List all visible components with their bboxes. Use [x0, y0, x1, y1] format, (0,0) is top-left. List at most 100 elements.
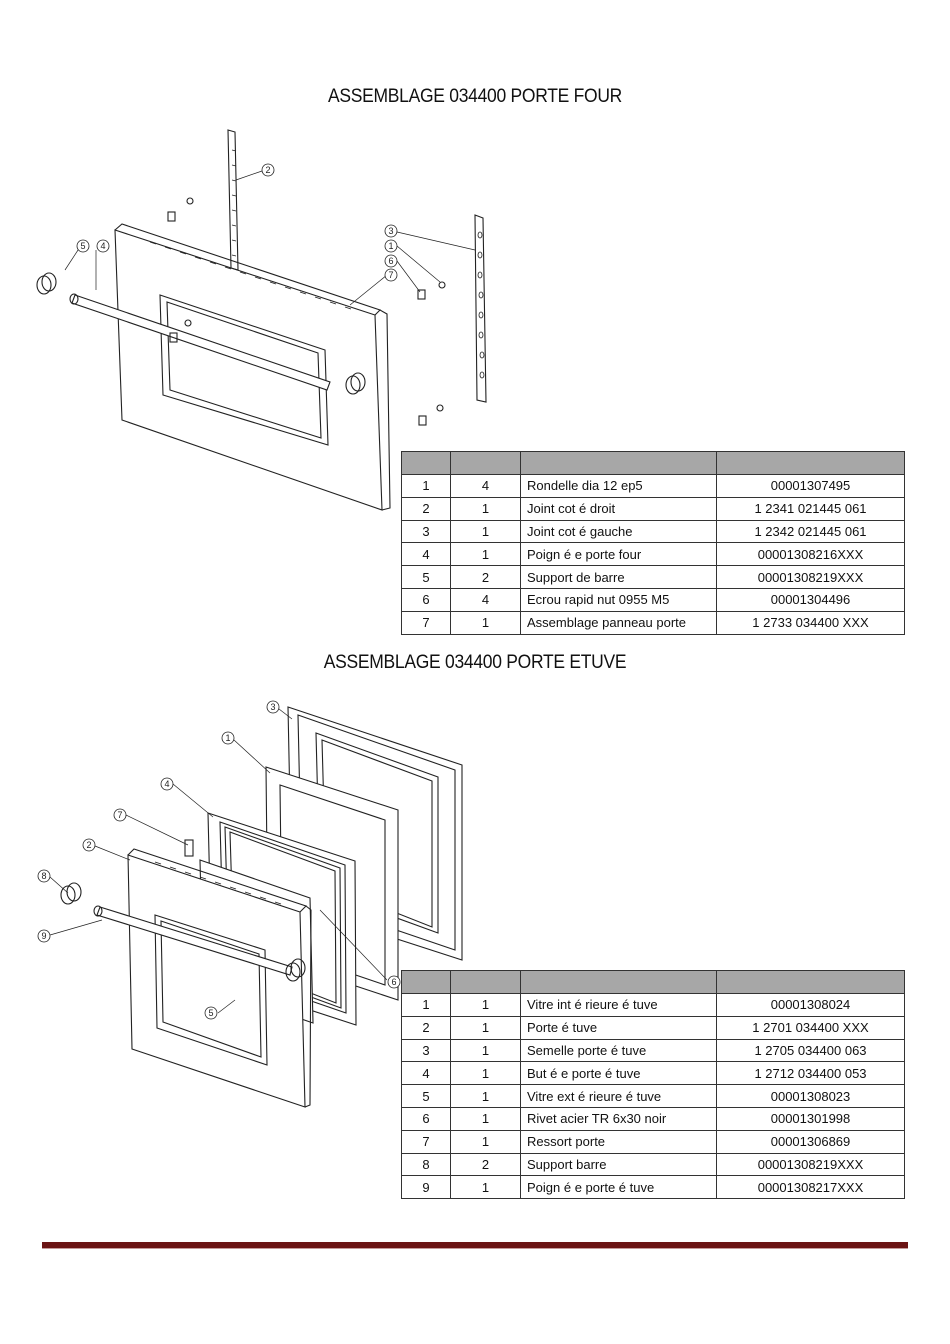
table-header-row [401, 970, 905, 994]
table-cell: 1 [450, 542, 521, 567]
table-cell: Poign é e porte é tuve [520, 1175, 717, 1200]
callout-7: 7 [388, 270, 393, 280]
table-cell: Joint cot é droit [520, 496, 717, 521]
table-cell: Porte é tuve [520, 1015, 717, 1040]
table-cell: Support barre [520, 1152, 717, 1177]
callout-4: 4 [164, 779, 169, 789]
table-header-cell [716, 451, 905, 475]
table-cell: 00001308216XXX [716, 542, 905, 567]
table-header-cell [401, 970, 451, 994]
table-cell: 00001308219XXX [716, 565, 905, 589]
table-cell: 1 2701 034400 XXX [716, 1015, 905, 1040]
table-header-cell [520, 451, 717, 475]
table-cell: 00001301998 [716, 1106, 905, 1131]
table-header-cell [520, 970, 717, 994]
table-cell: 2 [401, 496, 451, 521]
table-cell: But é e porte é tuve [520, 1061, 717, 1086]
table-cell: Joint cot é gauche [520, 519, 717, 544]
table-cell: 2 [450, 1152, 521, 1177]
table-cell: Vitre int é rieure é tuve [520, 993, 717, 1017]
table-cell: 1 [450, 1015, 521, 1040]
callout-4: 4 [100, 241, 105, 251]
table-cell: 00001308219XXX [716, 1152, 905, 1177]
table-cell: Ecrou rapid nut 0955 M5 [520, 587, 717, 612]
callout-5: 5 [208, 1008, 213, 1018]
table-cell: 00001307495 [716, 474, 905, 498]
table-cell: 00001308024 [716, 993, 905, 1017]
callout-2: 2 [86, 840, 91, 850]
table-cell: 1 [450, 1084, 521, 1108]
table-cell: 1 [401, 474, 451, 498]
porte-etuve-exploded-diagram: 3 1 4 7 2 8 9 5 6 [37, 700, 463, 1108]
table-cell: Support de barre [520, 565, 717, 589]
table-header-cell [450, 451, 521, 475]
table-header-cell [716, 970, 905, 994]
table-cell: Ressort porte [520, 1129, 717, 1154]
table-cell: Vitre ext é rieure é tuve [520, 1084, 717, 1108]
table-cell: 00001308217XXX [716, 1175, 905, 1200]
table-cell: 1 [450, 496, 521, 521]
table-cell: 00001304496 [716, 587, 905, 612]
table-cell: 4 [450, 474, 521, 498]
section-title-porte-etuve: ASSEMBLAGE 034400 PORTE ETUVE [323, 652, 627, 673]
table-cell: 7 [401, 1129, 451, 1154]
callout-3: 3 [270, 702, 275, 712]
table-cell: Assemblage panneau porte [520, 610, 717, 635]
callout-9: 9 [41, 931, 46, 941]
callout-6: 6 [391, 977, 396, 987]
footer-divider [42, 1242, 908, 1249]
table-cell: 2 [450, 565, 521, 589]
table-cell: 4 [401, 1061, 451, 1086]
table-header-row [401, 451, 905, 475]
table-cell: 1 [450, 993, 521, 1017]
table-cell: Rondelle dia 12 ep5 [520, 474, 717, 498]
table-cell: 1 [450, 1061, 521, 1086]
table-cell: 6 [401, 1106, 451, 1131]
callout-1: 1 [225, 733, 230, 743]
table-cell: Rivet acier TR 6x30 noir [520, 1106, 717, 1131]
table-cell: 1 2341 021445 061 [716, 496, 905, 521]
table-cell: 5 [401, 1084, 451, 1108]
table-header-cell [401, 451, 451, 475]
table-cell: 1 [450, 1129, 521, 1154]
table-cell: 1 [450, 519, 521, 544]
table-cell: 1 2712 034400 053 [716, 1061, 905, 1086]
table-cell: 1 [450, 610, 521, 635]
table-cell: 1 [401, 993, 451, 1017]
callout-8: 8 [41, 871, 46, 881]
table-cell: 2 [401, 1015, 451, 1040]
section-title-porte-four: ASSEMBLAGE 034400 PORTE FOUR [327, 86, 623, 107]
table-cell: 4 [450, 587, 521, 612]
callout-1: 1 [388, 241, 393, 251]
callout-3: 3 [388, 226, 393, 236]
table-cell: 3 [401, 1038, 451, 1063]
table-header-cell [450, 970, 521, 994]
table-cell: 1 2342 021445 061 [716, 519, 905, 544]
table-cell: 00001306869 [716, 1129, 905, 1154]
callout-6: 6 [388, 256, 393, 266]
porte-four-exploded-diagram: 2 5 4 3 1 6 7 [36, 129, 487, 511]
table-cell: 9 [401, 1175, 451, 1200]
table-cell: 1 [450, 1175, 521, 1200]
callout-2: 2 [265, 165, 270, 175]
table-cell: 1 [450, 1106, 521, 1131]
table-cell: 6 [401, 587, 451, 612]
table-cell: 7 [401, 610, 451, 635]
callout-5: 5 [80, 241, 85, 251]
table-cell: 1 [450, 1038, 521, 1063]
table-cell: 1 2733 034400 XXX [716, 610, 905, 635]
table-cell: 00001308023 [716, 1084, 905, 1108]
callout-7: 7 [117, 810, 122, 820]
